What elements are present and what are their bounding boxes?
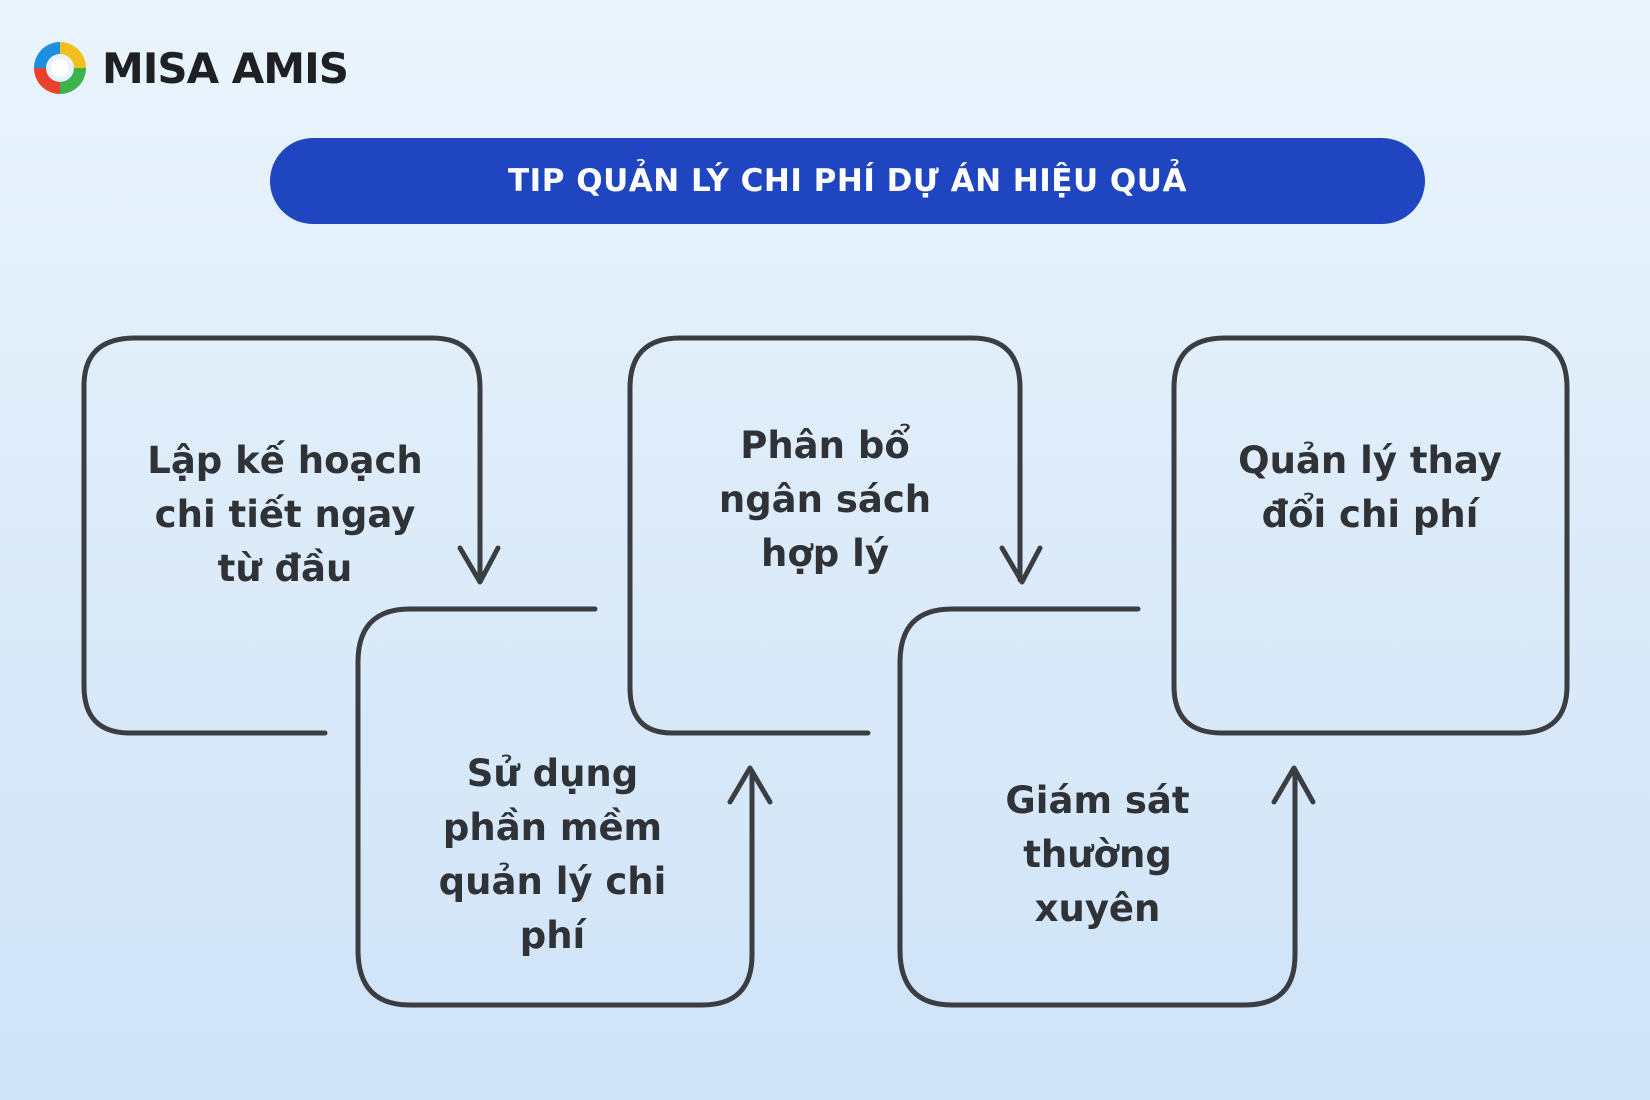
step-2-label: Sử dụng phần mềm quản lý chi phí — [438, 752, 667, 957]
step-4-arrow-head-icon — [1271, 765, 1316, 805]
step-1-outline — [81, 335, 483, 736]
step-3-label: Phân bổ ngân sách hợp lý — [718, 424, 932, 575]
step-1-label: Lập kế hoạch chi tiết ngay từ đầu — [147, 439, 423, 590]
step-4-label: Giám sát thường xuyên — [1005, 779, 1190, 930]
step-2-arrow-head-icon — [727, 765, 773, 805]
connector-3-4 — [897, 606, 1298, 1008]
step-3-outline — [627, 335, 1023, 736]
title-banner: TIP QUẢN LÝ CHI PHÍ DỰ ÁN HIỆU QUẢ — [270, 138, 1425, 224]
step-5-outline — [1171, 335, 1570, 736]
step-3-arrow-head-icon — [999, 545, 1043, 585]
brand-logo: MISA AMIS — [30, 38, 349, 98]
misa-amis-logo-icon — [34, 42, 86, 94]
connector-1-2 — [355, 606, 755, 1008]
banner-title: TIP QUẢN LÝ CHI PHÍ DỰ ÁN HIỆU QUẢ — [508, 163, 1187, 199]
brand-name: MISA AMIS — [102, 43, 349, 93]
step-5-label: Quản lý thay đổi chi phí — [1238, 439, 1502, 536]
step-1-arrow-head-icon — [457, 545, 501, 585]
